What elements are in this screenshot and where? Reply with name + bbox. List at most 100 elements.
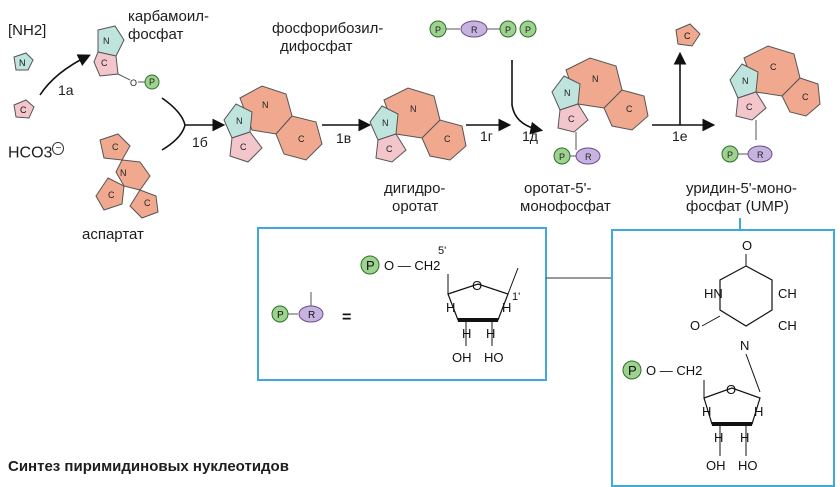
oh-label: OH [452, 350, 472, 365]
prpp-label-1: фосфорибозил- [272, 20, 384, 37]
p-atom: P [559, 152, 565, 162]
ch-label: CH [778, 318, 797, 333]
n-atom: N [262, 100, 269, 110]
step-1b-label: 1б [192, 134, 208, 150]
o-ch2-label: O — CH2 [646, 363, 702, 378]
carbamoyl-aspartate-structure: N C N C [223, 85, 323, 163]
released-carbon-icon [675, 23, 701, 47]
h-atom: H [486, 326, 495, 341]
p-atom: P [525, 25, 531, 35]
ump-label-2: фосфат (UMP) [686, 198, 789, 215]
h-atom: H [714, 430, 723, 445]
c-atom: C [144, 198, 151, 208]
n-atom: N [120, 168, 127, 178]
c-atom: C [112, 142, 119, 152]
dihydroorotate-label-1: дигидро- [384, 180, 446, 197]
figure-caption: Синтез пиримидиновых нуклеотидов [8, 458, 289, 475]
pr-symbol: P R [271, 292, 324, 323]
step-1v-label: 1в [336, 130, 352, 146]
hco3-label: HCO3− [8, 140, 65, 162]
p-atom: P [505, 25, 511, 35]
aspartate-structure: N C C C [95, 133, 159, 219]
hco3-charge: − [52, 142, 65, 155]
n-atom: N [103, 36, 110, 46]
o-atom: O [742, 238, 752, 253]
o-atom: O [130, 78, 137, 88]
dihydroorotate-label-2: оротат [392, 198, 439, 215]
hn-label: HN [704, 286, 723, 301]
ribose-structure: P O — CH2 5' O 1' H H H H OH HO [360, 245, 520, 365]
c-atom: C [108, 190, 115, 200]
h-atom: H [702, 404, 711, 419]
n-atom: N [742, 76, 749, 86]
omp-label-1: оротат-5'- [524, 180, 592, 197]
o-atom: O [690, 318, 700, 333]
c-atom: C [770, 62, 777, 72]
c-atom: C [101, 58, 108, 68]
carbamoyl-phosphate-label-2: фосфат [128, 26, 184, 43]
n-atom: N [382, 118, 389, 128]
ring-o-label: O [726, 382, 736, 397]
step-1e-label: 1е [672, 128, 688, 144]
c-atom: C [626, 104, 633, 114]
one-prime-label: 1' [512, 291, 520, 303]
c-atom: C [240, 142, 247, 152]
omp-structure: N C N C P R [551, 57, 649, 165]
h-atom: H [502, 300, 511, 315]
h-atom: H [446, 300, 455, 315]
p-atom: P [277, 310, 284, 321]
n1-label: N [740, 338, 749, 353]
arrow-1b [161, 97, 222, 151]
aspartate-label: аспартат [82, 226, 144, 243]
r-atom: R [471, 25, 478, 35]
n-label: N [19, 58, 26, 68]
r-atom: R [585, 152, 592, 162]
c-label: C [20, 105, 27, 115]
ho-label: HO [484, 350, 504, 365]
ring-o-label: O [472, 278, 482, 293]
o-ch2-label: O — CH2 [384, 258, 440, 273]
ho-label: HO [738, 458, 758, 473]
arrow-1a [39, 54, 91, 96]
carbon-fragment-icon [13, 99, 35, 119]
omp-label-2: монофосфат [520, 198, 611, 215]
pr-legend-box [257, 227, 547, 381]
step-1g-label: 1г [480, 128, 493, 144]
n-atom: N [564, 88, 571, 98]
n-atom: N [236, 116, 243, 126]
c-atom: C [568, 114, 575, 124]
h-atom: H [462, 326, 471, 341]
p-atom: P [435, 25, 441, 35]
n-atom: N [592, 74, 599, 84]
r-atom: R [308, 310, 315, 321]
c-atom: C [298, 134, 305, 144]
hco3-text: HCO3 [8, 144, 53, 162]
uracil-structure: O HN CH CH N O [690, 238, 797, 393]
n-atom: N [410, 104, 417, 114]
prpp-label-2: дифосфат [280, 38, 353, 55]
carbamoyl-phosphate-structure: N C O P [93, 25, 160, 90]
p-atom: P [727, 150, 733, 160]
nitrogen-fragment-icon [13, 52, 34, 71]
equals-sign: = [342, 309, 351, 326]
c-atom: C [444, 134, 451, 144]
step-1a-label: 1а [58, 82, 74, 98]
ump-structure-box [611, 229, 835, 487]
p-atom: P [149, 77, 155, 87]
h-atom: H [754, 404, 763, 419]
nh2-label: [NH2] [8, 22, 47, 39]
r-atom: R [757, 150, 764, 160]
c-atom: C [386, 144, 393, 154]
prpp-structure: P R P P [429, 20, 537, 38]
ump-structure: N C C C P R [721, 45, 821, 163]
ch-label: CH [778, 286, 797, 301]
c-atom: C [802, 92, 809, 102]
five-prime-label: 5' [438, 245, 446, 257]
arrow-1d [511, 60, 544, 135]
ump-label-1: уридин-5'-моно- [686, 180, 797, 197]
c-label: C [684, 31, 691, 41]
h-atom: H [740, 430, 749, 445]
carbamoyl-phosphate-label-1: карбамоил- [128, 8, 209, 25]
p-atom: P [628, 363, 637, 378]
oh-label: OH [706, 458, 726, 473]
